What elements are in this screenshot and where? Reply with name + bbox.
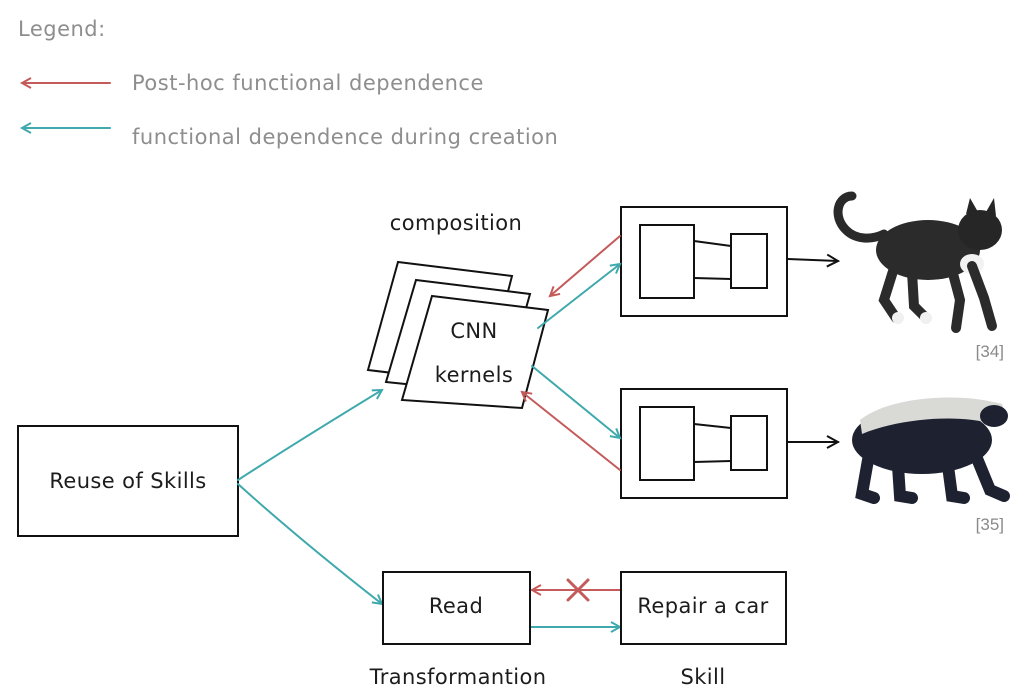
legend-creation-label: functional dependence during creation xyxy=(132,125,558,149)
reuse-of-skills-label: Reuse of Skills xyxy=(49,469,206,493)
arrow-reuse-to-read xyxy=(237,483,382,604)
arrow-cnn-to-network-bottom xyxy=(531,365,620,438)
cat-image xyxy=(833,191,1002,333)
blocked-cross-icon xyxy=(566,578,590,602)
network-links-bottom xyxy=(693,423,732,463)
cat-citation: [34] xyxy=(976,342,1004,361)
network-layer-b-bottom xyxy=(730,415,768,471)
network-layer-a-top xyxy=(639,224,695,299)
legend: Legend: Post-hoc functional dependence f… xyxy=(18,17,558,149)
network-links-top xyxy=(693,240,732,280)
read-label: Read xyxy=(429,594,483,618)
cnn-kernel-stack: CNN kernels xyxy=(366,260,550,410)
kernels-label: kernels xyxy=(435,363,513,387)
skill-caption: Skill xyxy=(681,665,726,689)
output-arrow-cat xyxy=(787,259,838,261)
read-box xyxy=(382,571,531,645)
network-box-bottom xyxy=(620,388,788,499)
network-box-top xyxy=(620,206,788,317)
badger-image xyxy=(852,397,1010,504)
network-layer-b-top xyxy=(730,233,768,289)
transformation-caption: Transformantion xyxy=(369,665,547,689)
repair-label: Repair a car xyxy=(637,594,768,618)
arrow-cnn-to-network-top xyxy=(537,264,620,329)
arrow-network-bottom-to-cnn xyxy=(522,392,621,471)
repair-box xyxy=(620,571,787,645)
reuse-of-skills-box xyxy=(17,425,239,537)
arrow-reuse-to-cnn xyxy=(237,390,382,481)
network-layer-a-bottom xyxy=(639,406,695,481)
legend-posthoc-label: Post-hoc functional dependence xyxy=(132,71,484,95)
cnn-label: CNN xyxy=(450,319,497,343)
legend-title: Legend: xyxy=(18,17,106,41)
badger-citation: [35] xyxy=(976,515,1004,534)
kernel-sheet-front xyxy=(400,294,550,410)
composition-title: composition xyxy=(390,211,522,235)
arrow-network-top-to-cnn xyxy=(550,235,621,296)
